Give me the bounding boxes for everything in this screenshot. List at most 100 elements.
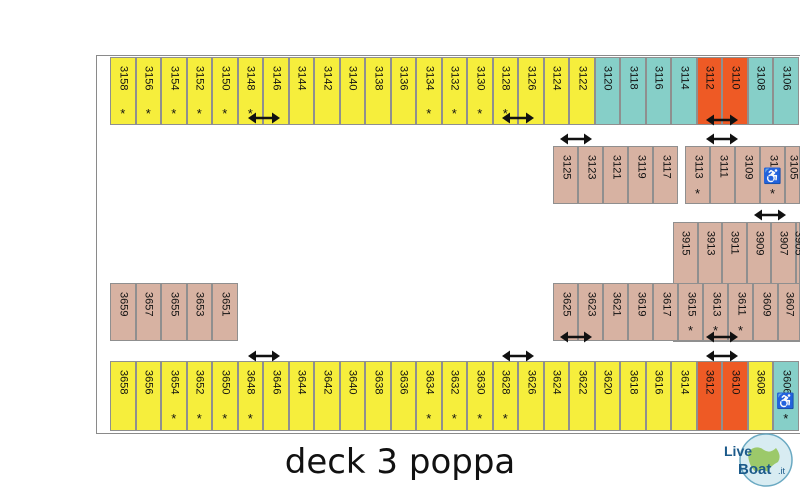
cabin-3117[interactable]: 3117 (653, 146, 678, 204)
cabin-number: 3138 (372, 66, 385, 91)
cabin-3628[interactable]: 3628* (492, 361, 518, 431)
cabin-number: 3607 (783, 292, 796, 317)
cabin-3634[interactable]: 3634 * (416, 361, 442, 431)
cabin-3646[interactable]: 3646 (263, 361, 289, 431)
cabin-number: 3909 (753, 231, 766, 256)
cabin-number: 3626 (525, 370, 538, 395)
cabin-3607[interactable]: 3607 (778, 283, 800, 341)
cabin-3651[interactable]: 3651 (212, 283, 238, 341)
cabin-3130[interactable]: 3130* (467, 57, 493, 125)
cabin-3144[interactable]: 3144 (288, 57, 314, 125)
cabin-3138[interactable]: 3138 (365, 57, 391, 125)
asterisk-icon: * (171, 411, 177, 426)
cabin-3108[interactable]: 3108 (747, 57, 773, 125)
cabin-3613[interactable]: 3613* (703, 283, 728, 341)
asterisk-icon: * (426, 411, 432, 426)
cabin-3606[interactable]: 3606♿* (773, 361, 799, 431)
cabin-3120[interactable]: 3120 (594, 57, 620, 125)
cabin-3112[interactable]: 3112 (696, 57, 722, 125)
cabin-3626[interactable]: 3626 (518, 361, 544, 431)
cabin-3125[interactable]: 3125 (553, 146, 578, 204)
cabin-3113[interactable]: 3113* (685, 146, 710, 204)
cabin-3107[interactable]: 3107♿* (760, 146, 785, 204)
cabin-3617[interactable]: 3617 (653, 283, 678, 341)
cabin-3134[interactable]: 3134* (416, 57, 442, 125)
cabin-3140[interactable]: 3140 (339, 57, 365, 125)
cabin-3659[interactable]: 3659 (110, 283, 136, 341)
cabin-3614[interactable]: 3614 (671, 361, 697, 431)
cabin-3655[interactable]: 3655 (161, 283, 187, 341)
cabin-3156[interactable]: 3156* (135, 57, 161, 125)
cabin-3657[interactable]: 3657 (135, 283, 161, 341)
cabin-number: 3108 (754, 66, 767, 91)
cabin-number: 3124 (550, 66, 563, 91)
cabin-3105[interactable]: 3105 (785, 146, 800, 204)
cabin-number: 3632 (448, 370, 461, 395)
cabin-number: 3113 (692, 155, 704, 179)
cabin-number: 3109 (742, 155, 754, 180)
cabin-3109[interactable]: 3109 (735, 146, 760, 204)
cabin-3128[interactable]: 3128* (492, 57, 518, 125)
cabin-3158[interactable]: 3158* (110, 57, 136, 125)
cabin-3625[interactable]: 3625 (553, 283, 578, 341)
cabin-3111[interactable]: 3111 (710, 146, 735, 204)
cabin-3152[interactable]: 3152* (186, 57, 212, 125)
cabin-3116[interactable]: 3116 (645, 57, 671, 125)
cabin-number: 3634 (423, 370, 436, 395)
cabin-3146[interactable]: 3146 (263, 57, 289, 125)
cabin-number: 3630 (474, 370, 487, 395)
cabin-number: 3654 (168, 370, 181, 395)
cabin-3618[interactable]: 3618 (620, 361, 646, 431)
cabin-number: 3154 (168, 66, 181, 91)
cabin-3611[interactable]: 3611* (728, 283, 753, 341)
cabin-3154[interactable]: 3154* (161, 57, 187, 125)
cabin-3132[interactable]: 3132* (441, 57, 467, 125)
cabin-3656[interactable]: 3656 (135, 361, 161, 431)
cabin-3608[interactable]: 3608 (747, 361, 773, 431)
cabin-3114[interactable]: 3114 (671, 57, 697, 125)
wheelchair-accessible-icon: ♿ (776, 393, 796, 410)
cabin-3124[interactable]: 3124 (543, 57, 569, 125)
liveboat-logo: Live Boat .it (724, 433, 793, 487)
cabin-3654[interactable]: 3654 * (161, 361, 187, 431)
cabin-3622[interactable]: 3622 (569, 361, 595, 431)
cabin-3658[interactable]: 3658 (110, 361, 136, 431)
cabin-3612[interactable]: 3612 (696, 361, 722, 431)
cabin-3623[interactable]: 3623 (578, 283, 603, 341)
cabin-3121[interactable]: 3121 (603, 146, 628, 204)
cabin-3142[interactable]: 3142 (314, 57, 340, 125)
cabin-3638[interactable]: 3638 (365, 361, 391, 431)
cabin-3621[interactable]: 3621 (603, 283, 628, 341)
cabin-3632[interactable]: 3632* (441, 361, 467, 431)
cabin-3642[interactable]: 3642 (314, 361, 340, 431)
cabin-3636[interactable]: 3636 (390, 361, 416, 431)
cabin-3118[interactable]: 3118 (620, 57, 646, 125)
cabin-3616[interactable]: 3616 (645, 361, 671, 431)
cabin-number: 3152 (193, 66, 206, 91)
cabin-3644[interactable]: 3644 (288, 361, 314, 431)
cabin-3122[interactable]: 3122 (569, 57, 595, 125)
cabin-3652[interactable]: 3652* (186, 361, 212, 431)
cabin-3123[interactable]: 3123 (578, 146, 603, 204)
cabin-3110[interactable]: 3110 (722, 57, 748, 125)
wheelchair-accessible-icon: ♿ (763, 168, 782, 185)
cabin-3620[interactable]: 3620 (594, 361, 620, 431)
cabin-3119[interactable]: 3119 (628, 146, 653, 204)
cabin-3630[interactable]: 3630* (467, 361, 493, 431)
cabin-3148[interactable]: 3148* (237, 57, 263, 125)
cabin-3609[interactable]: 3609 (753, 283, 778, 341)
cabin-3136[interactable]: 3136 (390, 57, 416, 125)
cabin-number: 3623 (585, 292, 597, 317)
cabin-3650[interactable]: 3650* (212, 361, 238, 431)
cabin-3624[interactable]: 3624 (543, 361, 569, 431)
cabin-3640[interactable]: 3640 (339, 361, 365, 431)
cabin-3150[interactable]: 3150* (212, 57, 238, 125)
cabin-number: 3656 (142, 370, 155, 395)
cabin-3619[interactable]: 3619 (628, 283, 653, 341)
cabin-3106[interactable]: 3106 (773, 57, 799, 125)
cabin-3610[interactable]: 3610 (722, 361, 748, 431)
cabin-3653[interactable]: 3653 (186, 283, 212, 341)
cabin-3648[interactable]: 3648* (237, 361, 263, 431)
cabin-3126[interactable]: 3126 (518, 57, 544, 125)
cabin-3615[interactable]: 3615* (678, 283, 703, 341)
